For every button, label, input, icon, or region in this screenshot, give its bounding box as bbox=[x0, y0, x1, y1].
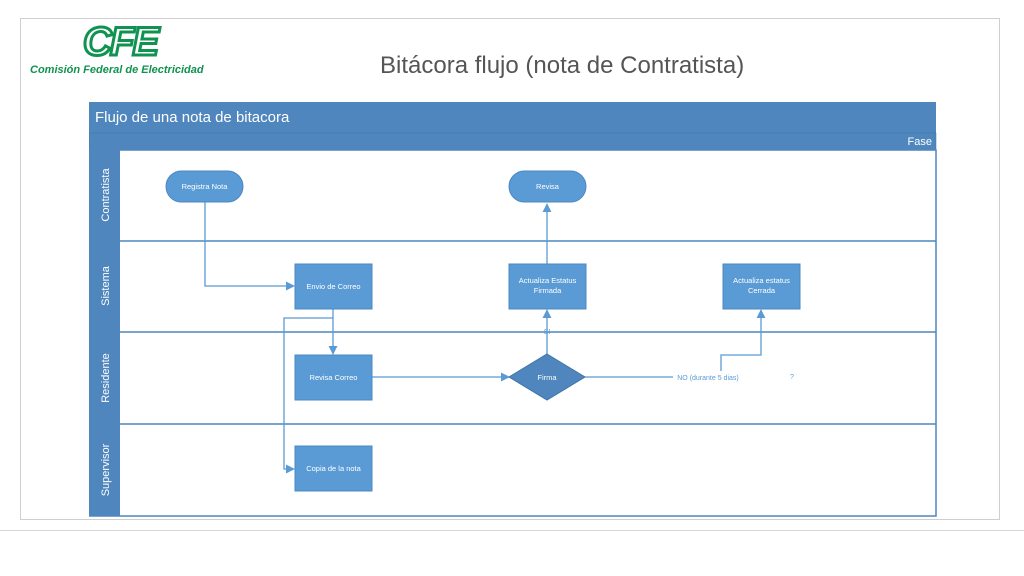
lane-header-column bbox=[89, 150, 120, 516]
node-firma-decision bbox=[508, 353, 586, 401]
node-copia-nota bbox=[294, 445, 373, 492]
node-revisa bbox=[508, 170, 587, 203]
lane-label-contratista: Contratista bbox=[100, 168, 112, 222]
edge-label-si: SI bbox=[544, 329, 551, 336]
lane-label-sistema: Sistema bbox=[100, 265, 112, 306]
node-copia-nota-label: Copia de la nota bbox=[306, 464, 361, 473]
connector-registra-to-envio bbox=[204, 202, 295, 291]
phase-label: Fase bbox=[908, 136, 932, 148]
logo-subtitle: Comisión Federal de Electricidad bbox=[30, 64, 204, 76]
node-envio-correo-label: Envio de Correo bbox=[306, 282, 360, 291]
node-firma-label: Firma bbox=[537, 373, 557, 382]
edge-label-no-background bbox=[673, 371, 743, 382]
slide-frame bbox=[20, 18, 1000, 520]
lanes-body bbox=[89, 149, 937, 517]
edge-label-no: NO (durante 5 dias) bbox=[677, 375, 738, 382]
node-actualiza-cerrada bbox=[722, 263, 801, 310]
slide-title: Bitácora flujo (nota de Contratista) bbox=[380, 52, 745, 79]
cfe-logo: CFE Comisión Federal de Electricidad bbox=[24, 20, 210, 78]
node-actualiza-cerrada-label-line2: Cerrada bbox=[748, 286, 776, 295]
diagram-title: Flujo de una nota de bitacora bbox=[95, 109, 290, 126]
node-actualiza-cerrada-label-line1: Actualiza estatus bbox=[733, 276, 790, 285]
node-registra-nota bbox=[165, 170, 244, 203]
node-actualiza-firmada-label-line1: Actualiza Estatus bbox=[519, 276, 577, 285]
lane-label-residente: Residente bbox=[100, 353, 112, 403]
node-revisa-correo-label: Revisa Correo bbox=[310, 373, 358, 382]
swimlane-flowchart: Flujo de una nota de bitacora Fase Contr… bbox=[89, 102, 937, 517]
node-actualiza-firmada bbox=[508, 263, 587, 310]
bottom-divider bbox=[0, 530, 1024, 531]
node-revisa-correo bbox=[294, 354, 373, 401]
lane-label-supervisor: Supervisor bbox=[100, 443, 112, 496]
edge-label-question: ? bbox=[790, 374, 794, 381]
node-revisa-label: Revisa bbox=[536, 182, 560, 191]
logo-mark: CFE bbox=[82, 20, 161, 64]
connector-envio-to-copia bbox=[283, 317, 333, 474]
node-actualiza-firmada-label-line2: Firmada bbox=[534, 286, 562, 295]
node-registra-nota-label: Registra Nota bbox=[182, 182, 229, 191]
diagram-title-bar bbox=[89, 102, 936, 133]
node-envio-correo bbox=[294, 263, 373, 310]
phase-bar bbox=[89, 132, 937, 151]
